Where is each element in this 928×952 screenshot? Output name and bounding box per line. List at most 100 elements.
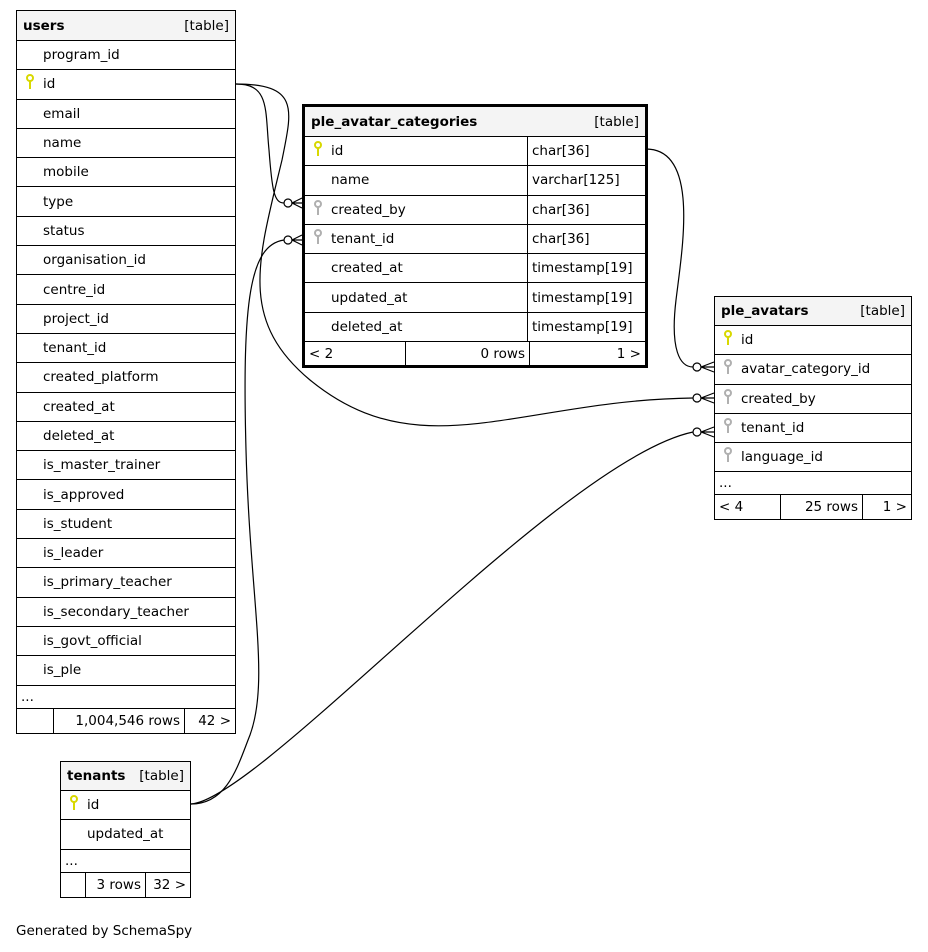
column-row[interactable]: created_by (715, 385, 911, 414)
column-name: deleted_at (331, 318, 403, 335)
column-row[interactable]: id (715, 326, 911, 356)
column-row[interactable]: is_secondary_teacher (17, 598, 235, 627)
column-type: timestamp[19] (527, 312, 645, 342)
table-footer: < 4 25 rows 1 > (715, 495, 911, 520)
column-row[interactable]: is_primary_teacher (17, 568, 235, 598)
column-row[interactable]: is_leader (17, 539, 235, 569)
column-type: char[36] (527, 195, 645, 224)
children-link[interactable]: 42 > (184, 708, 235, 733)
column-row[interactable]: name (17, 129, 235, 159)
table-type: [table] (184, 17, 229, 34)
column-row[interactable]: is_ple (17, 656, 235, 686)
table-name[interactable]: users (23, 17, 65, 34)
table-footer: 3 rows 32 > (61, 872, 190, 897)
column-row[interactable]: id (17, 70, 235, 100)
foreign-key-icon (724, 447, 732, 467)
column-row[interactable]: centre_id (17, 275, 235, 305)
column-row[interactable]: email (17, 100, 235, 129)
table-name[interactable]: tenants (67, 768, 126, 784)
column-row[interactable]: updated_at (61, 820, 190, 850)
edge-tenants-id-to-avatars-tenant-id (190, 431, 694, 805)
crows-foot-icon (692, 392, 715, 404)
column-row[interactable]: created_at timestamp[19] (305, 254, 645, 284)
column-name: is_primary_teacher (43, 574, 172, 591)
children-link[interactable]: 1 > (862, 495, 911, 520)
column-row[interactable]: id char[36] (305, 137, 645, 167)
parents-link[interactable]: < 4 (719, 499, 744, 516)
column-name: language_id (741, 449, 823, 466)
column-name: type (43, 193, 74, 210)
column-row[interactable]: is_govt_official (17, 627, 235, 657)
column-row[interactable]: deleted_at (17, 422, 235, 452)
column-row[interactable]: is_master_trainer (17, 451, 235, 481)
column-name: is_leader (43, 545, 104, 562)
column-name: centre_id (43, 281, 106, 298)
column-name: name (331, 172, 370, 189)
column-row[interactable]: id (61, 791, 190, 821)
foreign-key-icon (314, 229, 322, 249)
column-name: deleted_at (43, 428, 115, 444)
table-header[interactable]: ple_avatars [table] (715, 297, 911, 326)
column-type: varchar[125] (527, 166, 645, 195)
column-name: created_at (331, 260, 403, 277)
more-columns[interactable]: ... (61, 850, 190, 873)
table-name[interactable]: ple_avatar_categories (311, 113, 478, 130)
parents-link[interactable] (61, 873, 85, 897)
column-row[interactable]: project_id (17, 305, 235, 334)
column-row[interactable]: tenant_id (17, 334, 235, 364)
parents-link[interactable]: < 2 (309, 345, 334, 362)
more-columns[interactable]: ... (17, 686, 235, 709)
column-type: char[36] (527, 137, 645, 166)
table-name[interactable]: ple_avatars (721, 303, 809, 319)
column-name: tenant_id (741, 420, 805, 437)
column-row[interactable]: is_approved (17, 480, 235, 510)
table-header[interactable]: users [table] (17, 11, 235, 41)
edge-users-id-to-categories-created-by (235, 83, 285, 204)
column-row[interactable]: organisation_id (17, 246, 235, 276)
parents-link[interactable] (17, 709, 53, 733)
table-header[interactable]: ple_avatar_categories[table] (305, 107, 645, 137)
column-name: is_secondary_teacher (43, 603, 189, 620)
column-row[interactable]: is_student (17, 510, 235, 540)
column-name: updated_at (87, 826, 164, 843)
column-name: email (43, 105, 81, 122)
more-columns[interactable]: ... (715, 472, 911, 496)
column-row[interactable]: name varchar[125] (305, 166, 645, 196)
column-row[interactable]: mobile (17, 158, 235, 188)
table-tenants[interactable]: tenants[table]id updated_at... 3 rows 32 … (60, 761, 191, 898)
table-type: [table] (860, 303, 905, 319)
children-link[interactable]: 1 > (529, 342, 645, 366)
children-link[interactable]: 32 > (145, 872, 190, 897)
primary-key-icon (70, 795, 78, 815)
column-row[interactable]: created_platform (17, 363, 235, 393)
table-footer: < 2 0 rows 1 > (305, 342, 645, 366)
row-count: 25 rows (780, 495, 862, 520)
column-row[interactable]: status (17, 217, 235, 247)
column-name: mobile (43, 164, 89, 181)
column-name: is_master_trainer (43, 457, 161, 474)
primary-key-icon (314, 141, 322, 161)
column-name: id (331, 143, 344, 160)
edge-tenants-id-to-categories-tenant-id (190, 239, 285, 805)
table-header[interactable]: tenants[table] (61, 762, 190, 791)
column-type: timestamp[19] (527, 254, 645, 283)
column-row[interactable]: created_at (17, 393, 235, 422)
row-count: 0 rows (405, 342, 529, 366)
column-row[interactable]: language_id (715, 443, 911, 473)
crows-foot-icon (692, 426, 715, 438)
column-row[interactable]: tenant_id (715, 414, 911, 444)
row-count: 3 rows (85, 872, 145, 897)
crows-foot-icon (283, 197, 303, 209)
column-row[interactable]: avatar_category_id (715, 355, 911, 385)
column-row[interactable]: deleted_at timestamp[19] (305, 312, 645, 343)
column-type: timestamp[19] (527, 283, 645, 312)
column-row[interactable]: program_id (17, 41, 235, 71)
column-row[interactable]: type (17, 187, 235, 217)
